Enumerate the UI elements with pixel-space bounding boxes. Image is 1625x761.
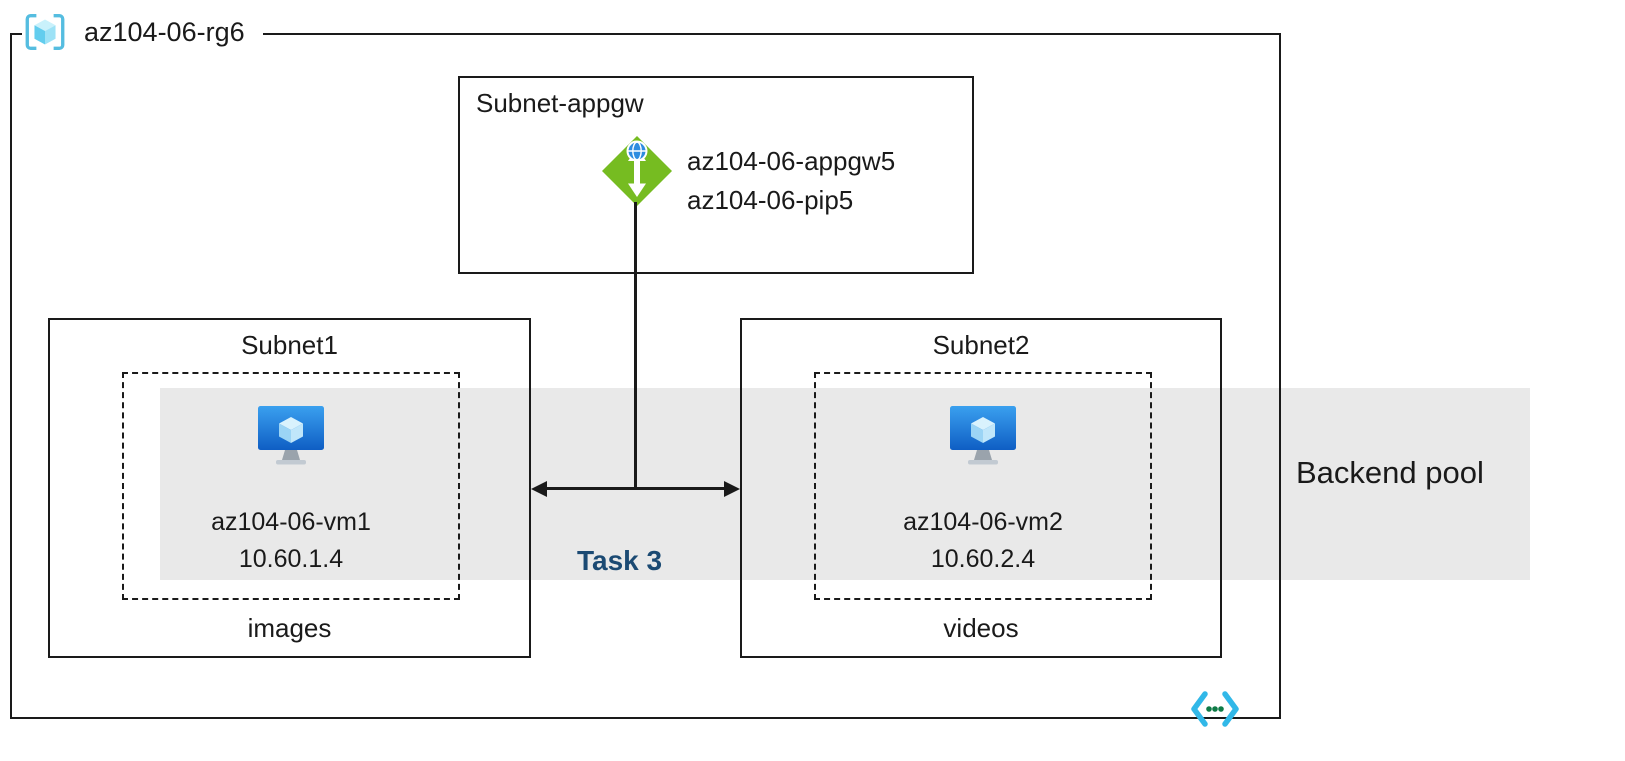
- vm2-name: az104-06-vm2: [903, 508, 1063, 536]
- resource-group-icon: [25, 14, 65, 50]
- appgw-connector-line: [634, 202, 637, 489]
- vm2-ip: 10.60.2.4: [930, 545, 1036, 573]
- subnet1-box: Subnet1 az104-06-vm1 10.60.1.4 imag: [48, 318, 531, 658]
- arrowhead-left-icon: [531, 480, 547, 497]
- appgw-labels: az104-06-appgw5 az104-06-pip5: [687, 142, 895, 220]
- subnet-link-arrow-shaft: [545, 487, 726, 490]
- backend-pool-label: Backend pool: [1296, 455, 1484, 490]
- virtual-network-icon: [1191, 691, 1239, 727]
- appgw-pip-name: az104-06-pip5: [687, 185, 854, 215]
- appgw-subnet-box: Subnet-appgw az104-06-appgw5 az104-06-pi…: [458, 76, 974, 274]
- resource-group-header: az104-06-rg6: [22, 4, 263, 60]
- arrowhead-right-icon: [724, 480, 740, 497]
- subnet2-title: Subnet2: [932, 330, 1030, 360]
- virtual-machine-icon: [950, 406, 1016, 465]
- appgw-subnet-title: Subnet-appgw: [476, 88, 644, 118]
- subnet1-caption: images: [247, 613, 332, 643]
- vm1-ip: 10.60.1.4: [238, 545, 344, 573]
- resource-group-name: az104-06-rg6: [84, 16, 245, 47]
- backend-pool-band: [160, 388, 1530, 580]
- vm2-dashed-group: az104-06-vm2 10.60.2.4: [814, 372, 1152, 600]
- subnet2-box: Subnet2 az104-06-vm2 10.60.2.4 vide: [740, 318, 1222, 658]
- vm2-labels: az104-06-vm2 10.60.2.4: [816, 504, 1150, 578]
- resource-group-box: [10, 33, 1281, 719]
- appgw-name: az104-06-appgw5: [687, 146, 896, 176]
- task-label: Task 3: [577, 545, 663, 576]
- subnet1-title: Subnet1: [241, 330, 338, 360]
- subnet2-caption: videos: [943, 613, 1019, 643]
- virtual-machine-icon: [258, 406, 324, 465]
- vm1-dashed-group: az104-06-vm1 10.60.1.4: [122, 372, 460, 600]
- vm1-name: az104-06-vm1: [211, 508, 371, 536]
- vm1-labels: az104-06-vm1 10.60.1.4: [124, 504, 458, 578]
- application-gateway-icon: [602, 136, 672, 206]
